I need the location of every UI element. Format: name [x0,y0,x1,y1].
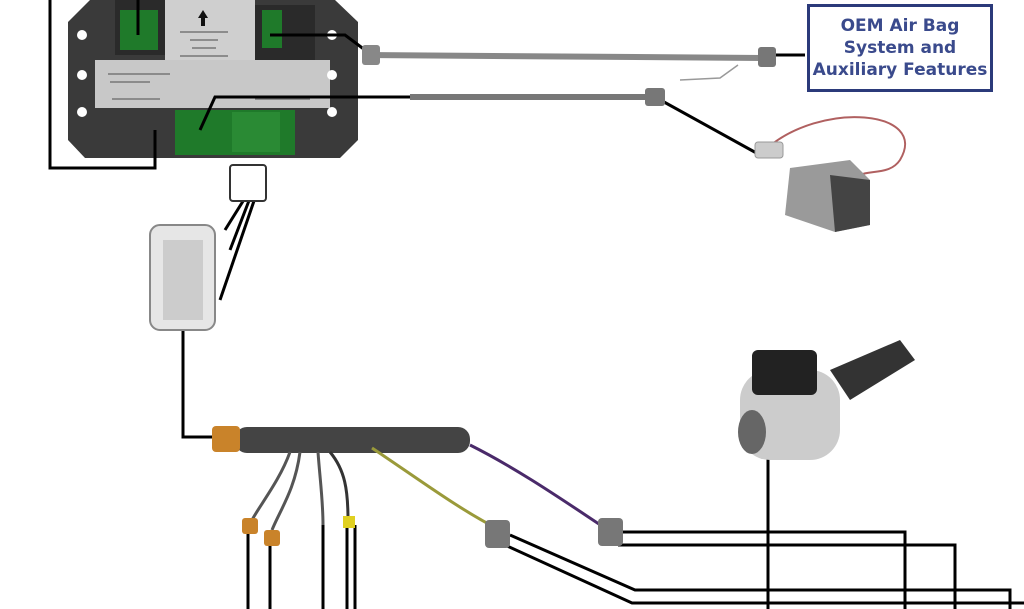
oem-airbag-label-box: OEM Air Bag System and Auxiliary Feature… [807,4,993,92]
module-connector-top-right [262,10,282,48]
connector [264,530,280,546]
leveling-control-module [68,0,358,158]
height-sensor [754,116,907,232]
connector [362,45,380,65]
oem-label-line-1: OEM Air Bag [840,16,960,36]
wires [48,0,1024,609]
oem-label-line-3: Auxiliary Features [812,60,988,80]
connector [485,520,510,548]
connector [598,518,623,546]
oem-label-line-2: System and [843,38,957,58]
wiring-harness [212,426,623,548]
arrow-up-icon [198,10,208,26]
connector [645,88,665,106]
connector [758,47,776,67]
module-plug [229,164,267,202]
solenoid-valve [738,340,915,460]
harness-connector [149,224,216,331]
connector [242,518,258,534]
airbag-cable [364,52,766,61]
